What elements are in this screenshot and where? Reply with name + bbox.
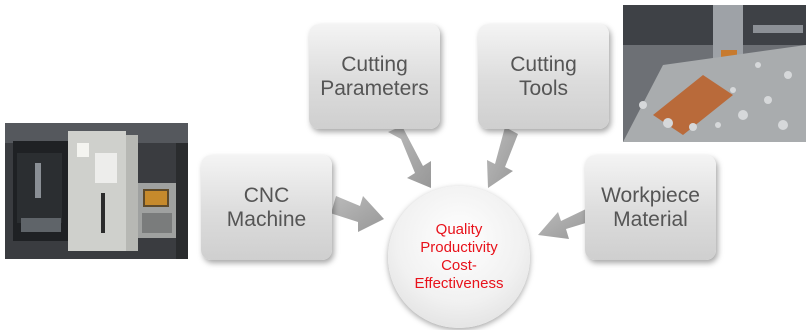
- box-label-line: Machine: [226, 207, 307, 231]
- box-workpiece-material: Workpiece Material: [585, 155, 716, 260]
- box-label-line: Cutting: [510, 52, 577, 76]
- arrow-cutting-tools: [487, 127, 518, 188]
- goal-line: Effectiveness: [414, 275, 504, 292]
- arrow-workpiece-material: [538, 209, 589, 239]
- box-label-line: CNC: [243, 183, 290, 207]
- box-cutting-parameters: Cutting Parameters: [309, 24, 440, 129]
- box-cutting-tools: Cutting Tools: [478, 24, 609, 129]
- cnc-machine-photo: [5, 123, 188, 259]
- box-label-line: Material: [613, 207, 688, 231]
- box-label-line: Cutting: [341, 52, 408, 76]
- box-label-line: Parameters: [320, 76, 429, 100]
- goal-line: Quality: [435, 221, 483, 238]
- goal-line: Cost-: [441, 257, 477, 274]
- center-goals-circle: Quality Productivity Cost- Effectiveness: [388, 186, 530, 328]
- box-cnc-machine: CNC Machine: [201, 155, 332, 260]
- arrow-cnc-machine: [330, 196, 384, 232]
- goal-line: Productivity: [420, 239, 498, 256]
- box-label-line: Workpiece: [601, 183, 700, 207]
- box-label-line: Tools: [518, 76, 568, 100]
- milling-operation-photo: [623, 5, 806, 142]
- arrow-cutting-parameters: [388, 126, 431, 188]
